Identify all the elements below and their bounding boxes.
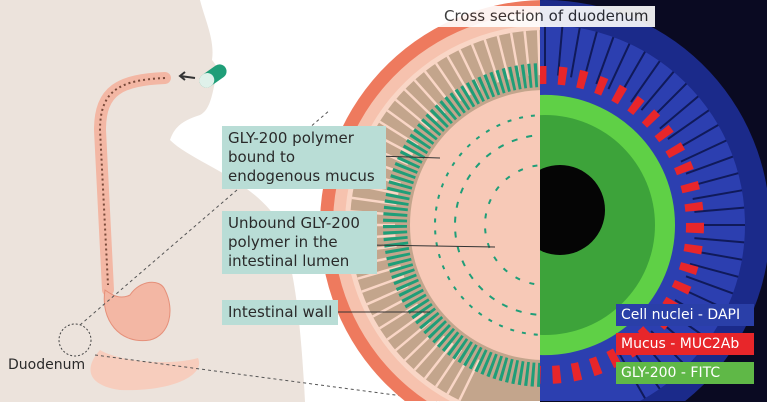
label-duodenum: Duodenum (8, 357, 86, 373)
zoom-line-bottom (94, 354, 441, 402)
leader-line-unbound (369, 244, 496, 248)
villus-gap-stain (640, 71, 675, 111)
villus-gap (434, 62, 463, 102)
villus-gap-stain (607, 43, 631, 90)
villus-gap (483, 39, 500, 83)
villus-gap (423, 342, 454, 380)
villus-gap-stain (680, 139, 727, 163)
villus-gap-stain (694, 237, 745, 244)
duodenum-marker (58, 323, 92, 357)
villus-gap-stain (689, 262, 739, 278)
legend-dapi: Cell nuclei - DAPI (616, 304, 754, 326)
villus-gap (403, 88, 438, 122)
label-bound-polymer: GLY-200 polymer bound to endogenous mucu… (222, 126, 386, 189)
villus-gap-stain (630, 60, 661, 103)
capsule-icon (199, 64, 227, 88)
zoom-line-top (79, 109, 331, 326)
villus-gap (378, 303, 419, 330)
stomach (103, 281, 171, 342)
villus-gap (496, 35, 510, 80)
villus-gap-stain (694, 206, 745, 213)
villus-gap (361, 275, 405, 293)
villus-gap (394, 98, 431, 130)
villus-gap (446, 55, 472, 96)
villus-gap-stain (659, 95, 699, 130)
esophagus-path-dots (98, 77, 166, 286)
arrow-icon (178, 71, 196, 81)
label-unbound-polymer: Unbound GLY-200 polymer in the intestina… (222, 211, 377, 274)
villus-gap-stain (570, 27, 581, 78)
villus-gap-stain (685, 155, 734, 175)
villus-gap-stain (557, 25, 564, 76)
label-intestinal-wall: Intestinal wall (222, 300, 339, 325)
mucus-stain (540, 66, 704, 384)
lumen (410, 90, 540, 360)
villus-gap (357, 265, 402, 280)
villus-gap (536, 30, 540, 76)
body-silhouette (0, 0, 305, 402)
legend-fitc: GLY-200 - FITC (616, 362, 754, 384)
villus-gap (458, 359, 481, 401)
villus-gap (386, 312, 425, 341)
legend-muc2ab: Mucus - MUC2Ab (616, 333, 754, 355)
villus-gap-stain (595, 36, 615, 85)
villus-gap (413, 335, 446, 371)
lumen-dark (540, 165, 605, 255)
villus-gap-stain (667, 109, 710, 140)
title-label: Cross section of duodenum (438, 6, 655, 27)
cross-section-illustration (320, 0, 540, 401)
villus-gap-stain (692, 189, 743, 200)
villus-gap-stain (685, 275, 734, 295)
fluorescence-image (540, 0, 767, 402)
intestine (90, 350, 200, 391)
